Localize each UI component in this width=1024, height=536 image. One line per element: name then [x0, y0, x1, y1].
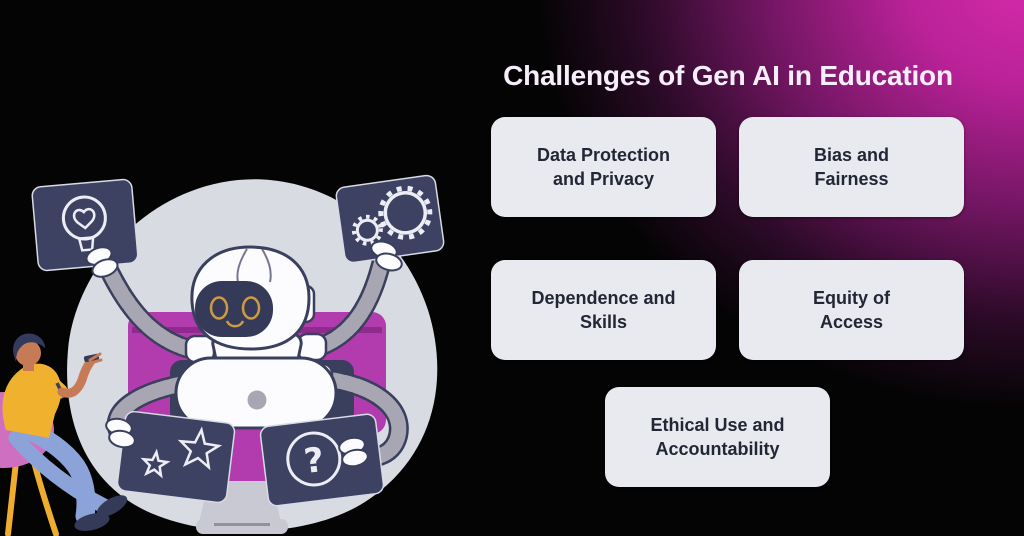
stars-icon [140, 426, 223, 479]
stool-leg-left [5, 459, 19, 536]
person-leg [8, 430, 112, 514]
stool-leg-right [31, 459, 59, 536]
challenge-card-label: Dependence and Skills [531, 287, 676, 332]
challenge-card-bias-fairness: Bias and Fairness [739, 117, 964, 217]
challenge-card-label: Bias and Fairness [813, 144, 890, 189]
tablet-stars [116, 410, 236, 504]
challenge-card-data-protection: Data Protection and Privacy [491, 117, 716, 217]
robot-hands [85, 240, 403, 468]
person-shoe [96, 495, 128, 517]
svg-text:?: ? [302, 440, 326, 482]
robot-face [195, 281, 273, 337]
challenge-card-equity-access: Equity of Access [739, 260, 964, 360]
person-head [15, 340, 41, 366]
person-hair [13, 333, 45, 362]
person-fingers [88, 352, 103, 365]
challenge-card-label: Data Protection and Privacy [536, 144, 671, 189]
challenge-card-label: Equity of Access [813, 287, 890, 332]
robot-illustration: ? [0, 174, 445, 536]
challenge-card-label: Ethical Use and Accountability [650, 414, 785, 459]
tablet-lightbulb [31, 178, 139, 272]
challenge-card-dependence-skills: Dependence and Skills [491, 260, 716, 360]
tablet-gears [335, 174, 445, 264]
page-title: Challenges of Gen AI in Education [503, 59, 953, 91]
person-illustration [0, 333, 128, 536]
person-sleeve [40, 372, 68, 399]
challenge-card-ethical-accountability: Ethical Use and Accountability [605, 387, 830, 487]
robot-head [190, 245, 316, 351]
robot-smile [225, 320, 245, 328]
robot-body [174, 332, 338, 430]
robot-eyes [209, 296, 261, 328]
person-shoe [74, 513, 110, 531]
person-arm [57, 356, 96, 398]
question-mark-icon: ? [286, 431, 342, 487]
gears-icon [351, 185, 433, 246]
